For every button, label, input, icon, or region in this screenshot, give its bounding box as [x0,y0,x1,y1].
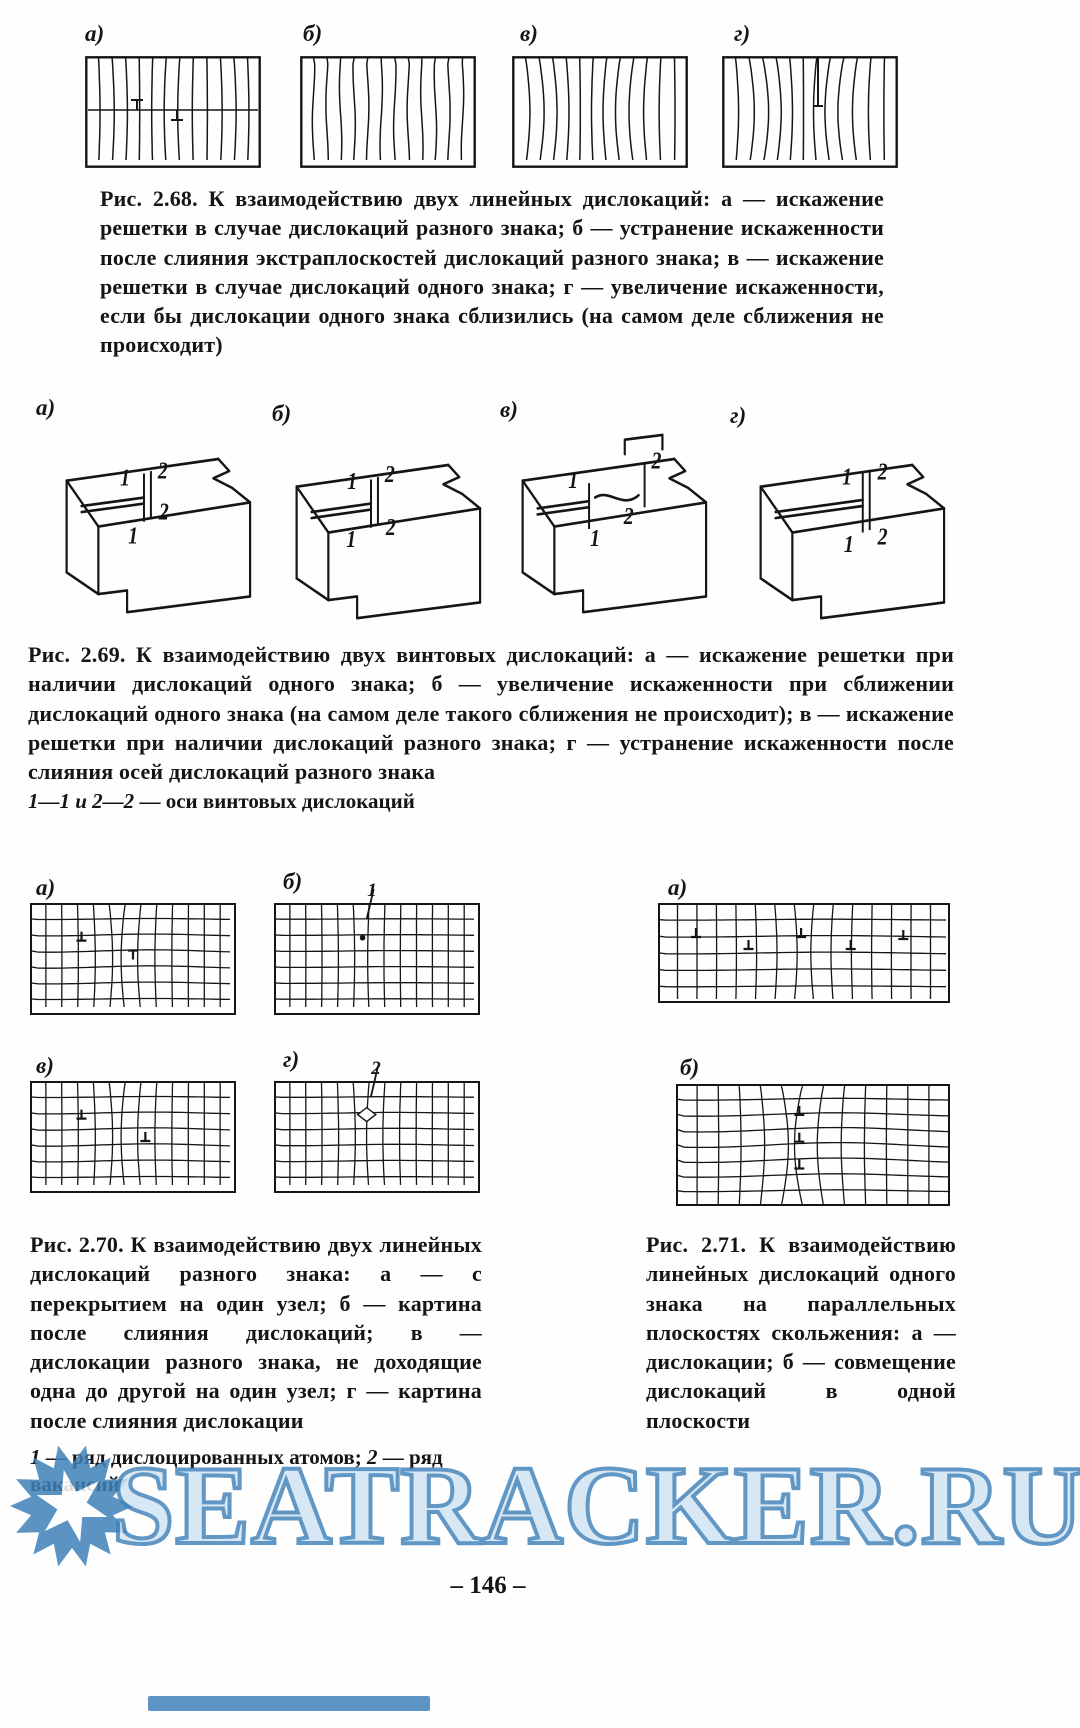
fig269-label-g: г) [730,403,747,428]
fig269-note: 1—1 и 2—2 — оси винтовых дислокаций [28,788,728,815]
fig268-label-v: в) [520,21,538,46]
watermark-text: SEATRACKER.RU [110,1444,1080,1568]
fig268-label-g: г) [734,21,751,46]
fig268-panel-g-lattice-diagram [722,56,898,168]
fig268-panel-b-lattice-diagram [300,56,476,168]
fig269-label-v: в) [500,397,518,422]
fig268-panel-a-lattice-diagram [85,56,261,168]
axis-number-label: 2 [877,458,888,485]
page-number: – 146 – [450,1572,526,1599]
axis-number-label: 1 [346,525,356,552]
fig269-label-a: а) [36,395,56,420]
fig270-note-2: 2 [366,1445,378,1469]
fig271-caption: Рис. 2.71. К взаимодействию линейных дис… [646,1232,956,1433]
fig271-label-a: а) [668,875,688,900]
fig270-label-b: б) [283,869,303,894]
fig269-label-b: б) [272,401,292,426]
fig270-panel-a-grid-diagram [30,903,236,1015]
axis-number-label: 1 [347,467,357,494]
axis-number-label: 1 [842,462,852,489]
axis-number-label: 1 [568,466,578,493]
axis-number-label: 1 [590,524,600,551]
fig269-caption: Рис. 2.69. К взаимодействию двух винтовы… [28,642,954,784]
axis-number-label: 1 [120,464,130,491]
axis-number-label: 2 [651,447,662,474]
axis-number-label: 2 [158,497,169,524]
fig269-note-lead: 1—1 и 2—2 [28,789,135,813]
fig271-label-b: б) [680,1055,700,1080]
fig270-pointer-label-1: 1 [367,881,377,901]
fig270-label-a: а) [36,875,56,900]
fig270-note-1: 1 [30,1445,41,1469]
axis-number-label: 2 [623,502,634,529]
fig270-panel-b-grid-diagram: 1 [274,881,480,1015]
fig271-panel-b-grid-diagram [676,1084,950,1206]
fig268-label-b: б) [303,21,323,46]
fig271-panel-a-grid-diagram [658,903,950,1003]
axis-number-label: 1 [128,522,138,549]
fig268-caption: Рис. 2.68. К взаимодействию двух линейны… [100,186,884,358]
fig268-panel-v-lattice-diagram [512,56,688,168]
fig268-label-a: а) [85,21,105,46]
axis-number-label: 2 [384,460,395,487]
axis-number-label: 2 [157,456,168,483]
axis-number-label: 1 [844,530,854,557]
watermark-underline [148,1696,430,1711]
fig270-label-v: в) [36,1053,54,1078]
fig270-panel-g-grid-diagram: 2 [274,1059,480,1193]
watermark-star-icon [10,1445,134,1567]
fig270-pointer-label-2: 2 [370,1059,381,1079]
fig270-label-g: г) [283,1047,300,1072]
fig270-caption: Рис. 2.70. К взаимодействию двух линейны… [30,1232,482,1433]
axis-number-label: 2 [385,513,396,540]
fig269-note-rest: — оси винтовых дислокаций [134,789,415,813]
fig270-panel-v-grid-diagram [30,1081,236,1193]
axis-number-label: 2 [877,523,888,550]
